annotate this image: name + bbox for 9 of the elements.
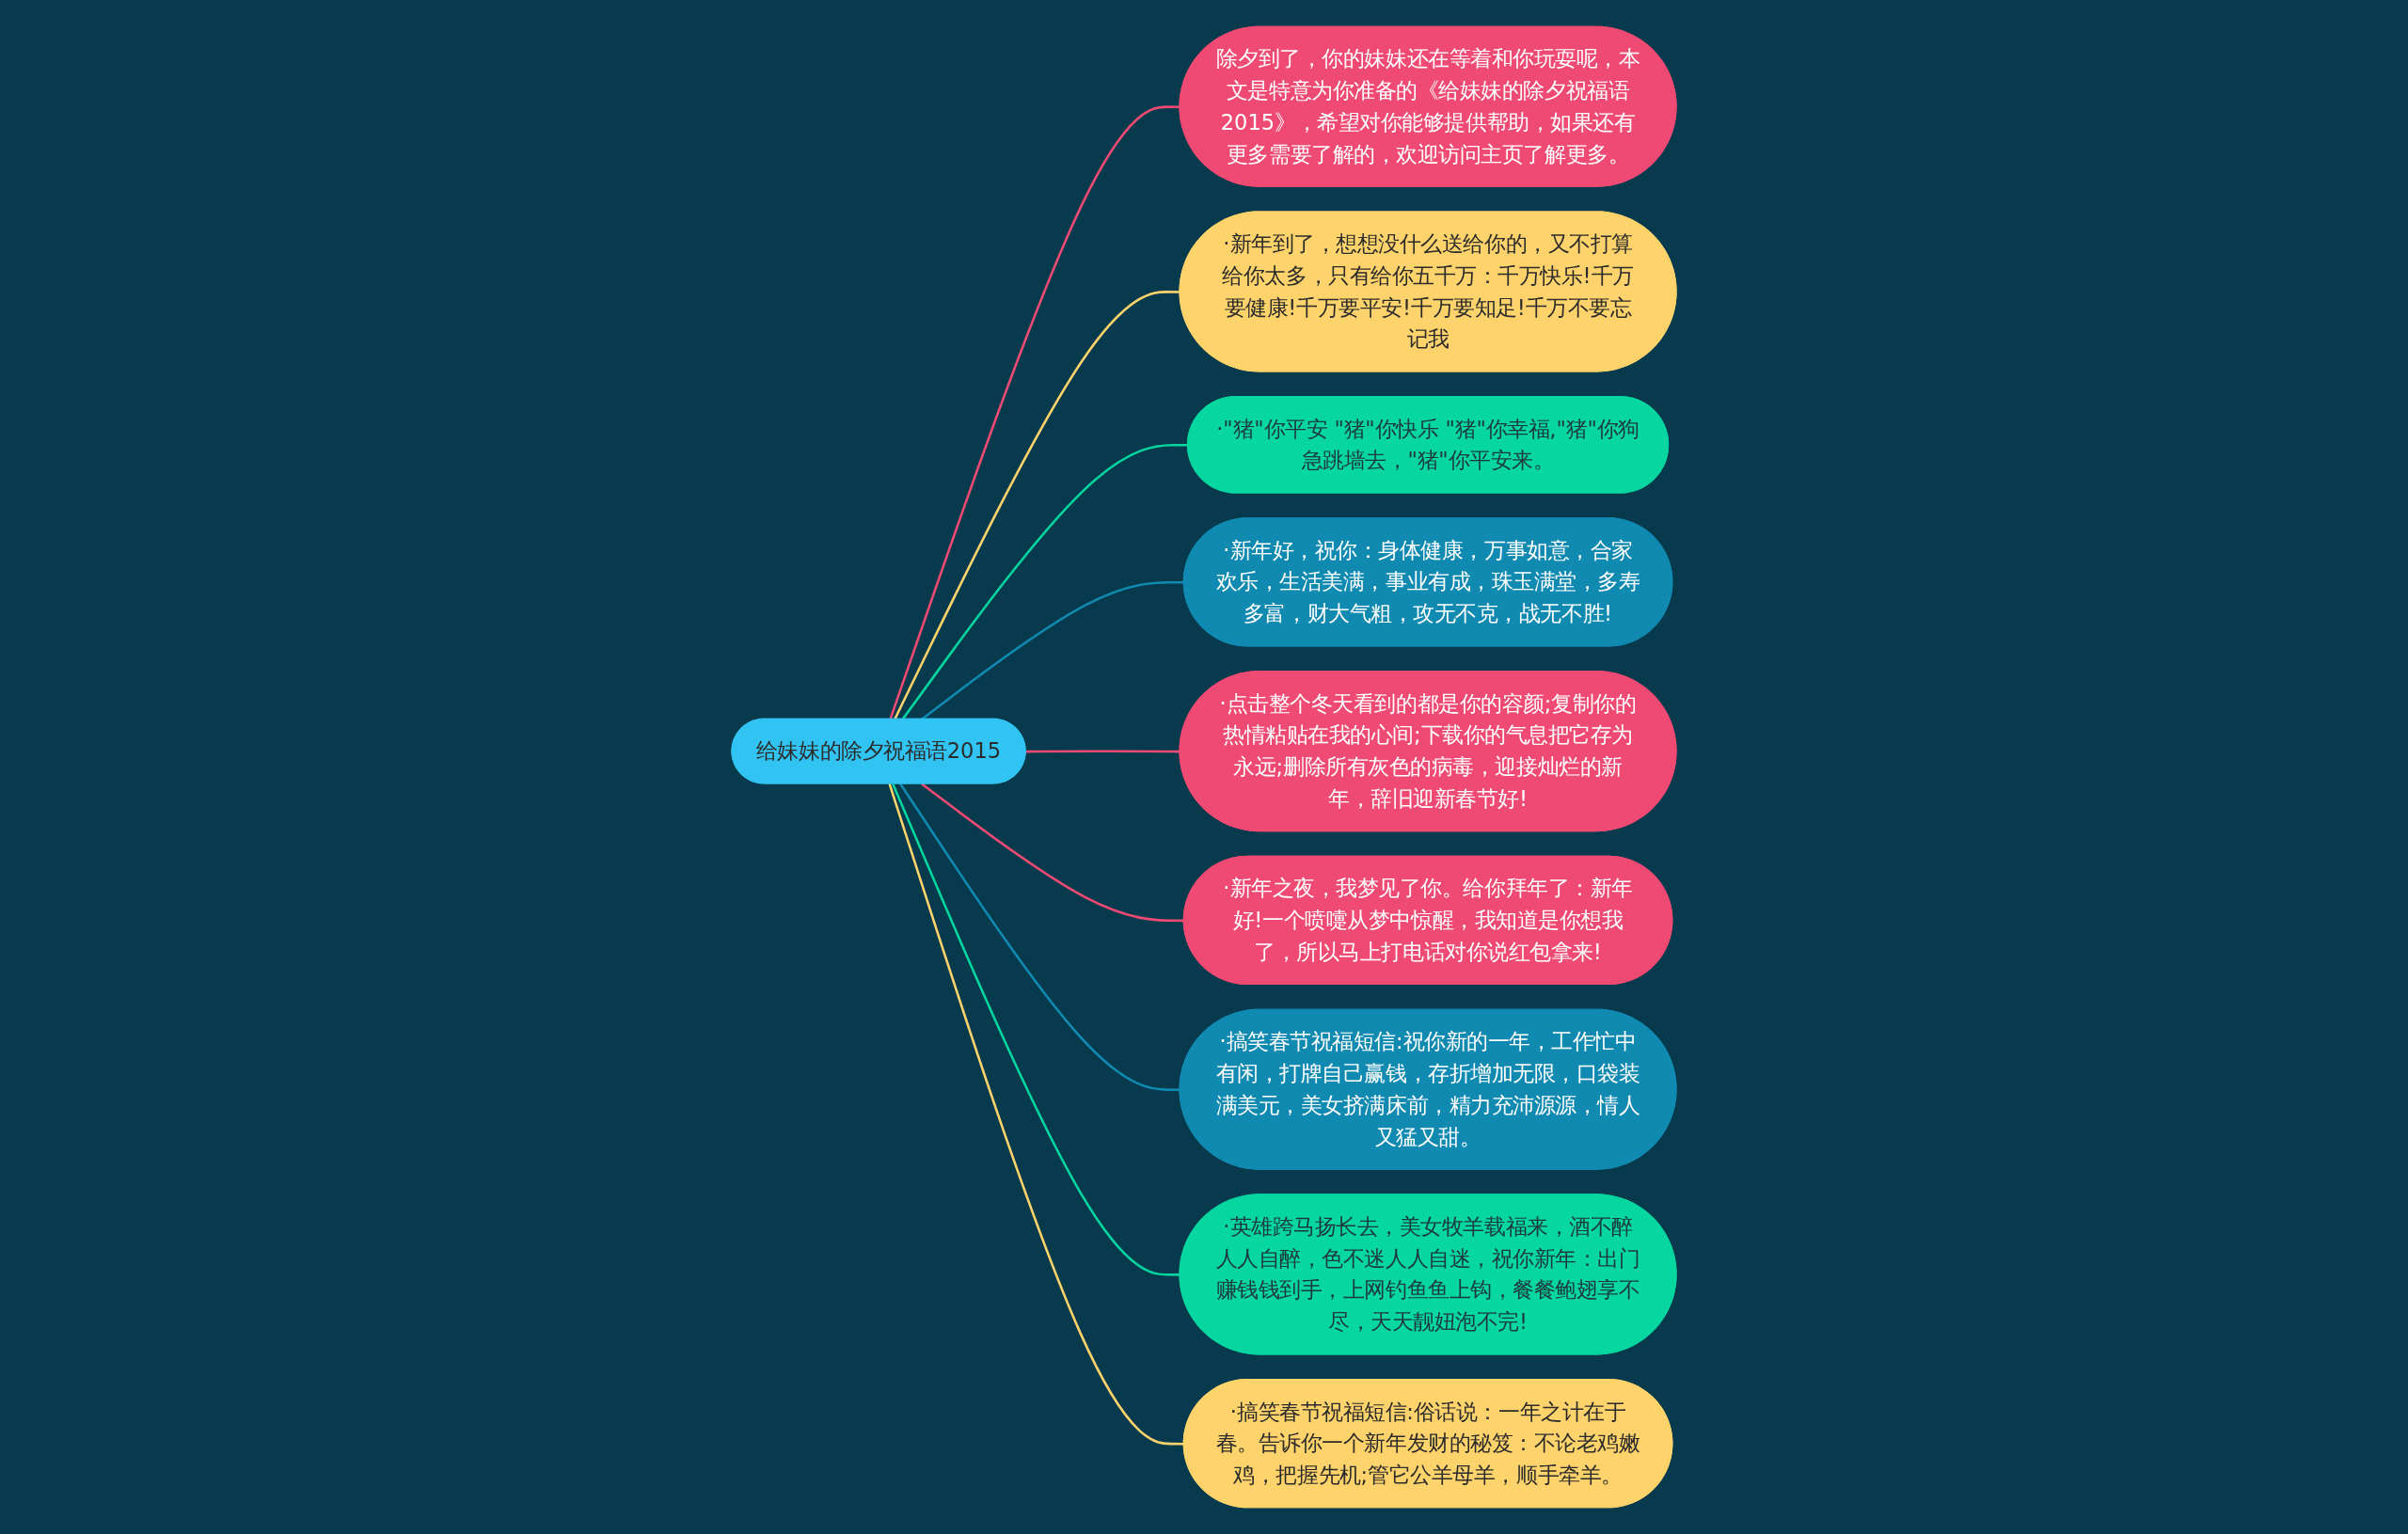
connector xyxy=(889,105,1180,720)
connector xyxy=(888,783,1184,1446)
connector xyxy=(921,783,1184,923)
connector xyxy=(892,783,1180,1276)
connector xyxy=(901,443,1188,720)
connector xyxy=(1025,750,1180,753)
connector xyxy=(921,580,1184,720)
connector xyxy=(894,291,1180,720)
connector xyxy=(899,783,1180,1091)
